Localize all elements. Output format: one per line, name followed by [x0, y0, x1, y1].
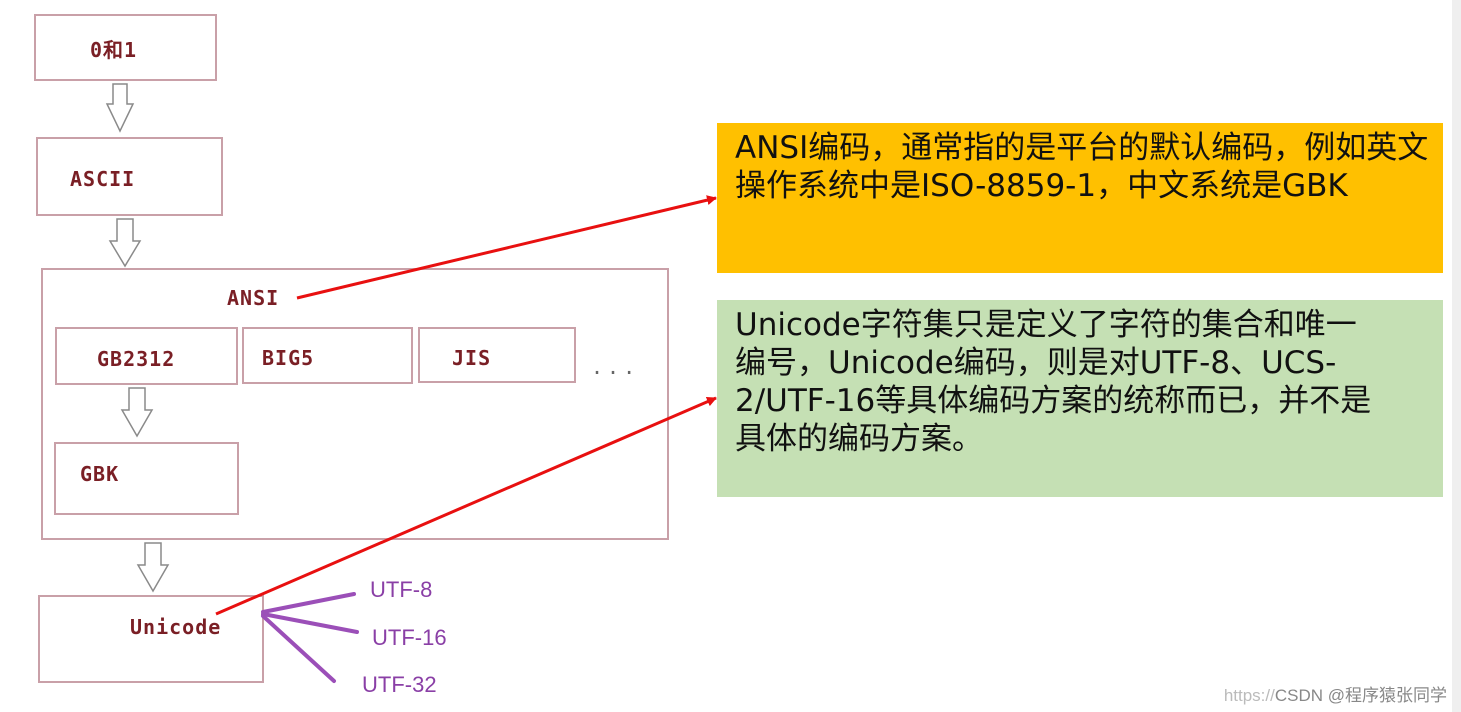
encoding-utf8: UTF-8 — [370, 577, 433, 602]
down-arrow-bits-ascii — [105, 83, 135, 133]
box-jis: JIS — [418, 327, 576, 383]
box-ascii-label: ASCII — [70, 167, 136, 191]
box-big5: BIG5 — [242, 327, 413, 384]
note-ansi-text: ANSI编码，通常指的是平台的默认编码，例如英文操作系统中是ISO-8859-1… — [735, 130, 1429, 204]
note-unicode-text: Unicode字符集只是定义了字符的集合和唯一编号，Unicode编码，则是对U… — [735, 307, 1372, 457]
line-utf8 — [261, 592, 356, 614]
box-gbk: GBK — [54, 442, 239, 515]
box-unicode: Unicode — [38, 595, 264, 683]
line-utf16 — [261, 612, 359, 634]
down-arrow-ascii-ansi — [108, 218, 142, 268]
watermark-text: CSDN @程序猿张同学 — [1274, 686, 1447, 705]
note-ansi: ANSI编码，通常指的是平台的默认编码，例如英文操作系统中是ISO-8859-1… — [717, 123, 1443, 273]
encoding-utf32: UTF-32 — [362, 672, 437, 697]
box-ansi-label: ANSI — [227, 286, 280, 310]
box-big5-label: BIG5 — [262, 346, 315, 370]
box-gb2312: GB2312 — [55, 327, 238, 385]
box-gbk-label: GBK — [80, 462, 120, 486]
more-ellipsis: ... — [591, 355, 640, 379]
line-utf32 — [261, 614, 336, 683]
box-ascii: ASCII — [36, 137, 223, 216]
down-arrow-ansi-unicode — [136, 542, 170, 593]
box-jis-label: JIS — [452, 346, 492, 370]
watermark: https://CSDN @程序猿张同学 — [1223, 686, 1447, 705]
encoding-utf16: UTF-16 — [372, 625, 447, 650]
box-gb2312-label: GB2312 — [97, 347, 176, 371]
box-bits-label: 0和1 — [90, 38, 138, 62]
box-bits: 0和1 — [34, 14, 217, 81]
note-unicode: Unicode字符集只是定义了字符的集合和唯一编号，Unicode编码，则是对U… — [717, 300, 1443, 497]
window-edge — [1452, 0, 1461, 712]
box-unicode-label: Unicode — [130, 615, 222, 639]
